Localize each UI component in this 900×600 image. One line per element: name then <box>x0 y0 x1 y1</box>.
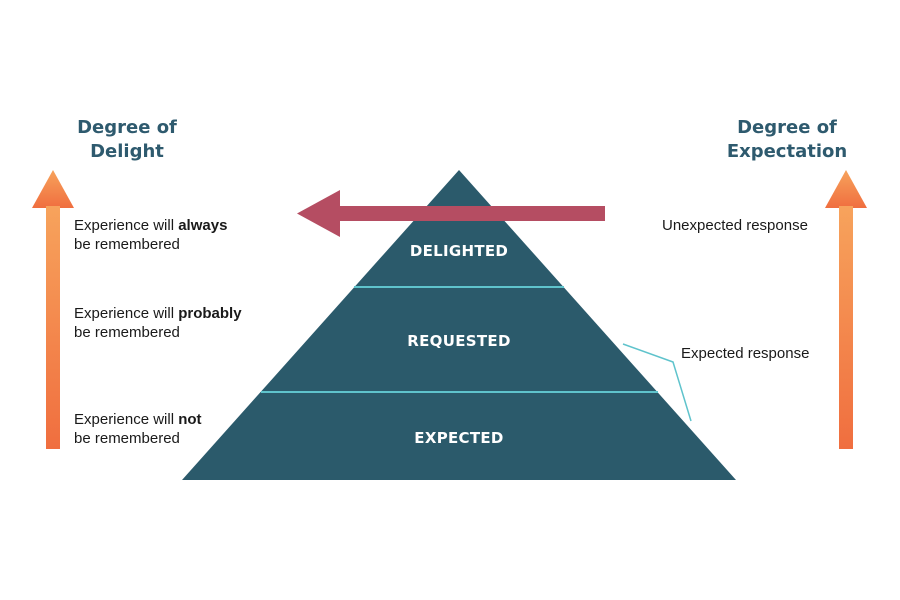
note-probably-prefix: Experience will <box>74 305 179 322</box>
surprise-arrow <box>297 190 605 237</box>
note-unexpected-response: Unexpected response <box>662 217 808 234</box>
pyramid-shape <box>182 170 736 480</box>
level-label-requested: REQUESTED <box>407 332 510 350</box>
note-not-prefix: Experience will <box>74 411 179 428</box>
expectation-arrow <box>825 170 867 449</box>
note-probably-line2: be remembered <box>74 324 180 341</box>
note-always-emphasis: always <box>178 217 228 234</box>
expectation-heading-line2: Expectation <box>726 141 848 162</box>
note-expected-response: Expected response <box>681 345 810 362</box>
note-always-prefix: Experience will <box>74 217 179 234</box>
note-always: Experience will always be remembered <box>74 216 227 254</box>
delight-heading: Degree of Delight <box>37 116 217 164</box>
delight-arrow <box>32 170 74 449</box>
delight-heading-line1: Degree of <box>77 117 177 138</box>
delight-heading-line2: Delight <box>90 141 164 162</box>
expectation-heading: Degree of Expectation <box>697 116 877 164</box>
level-label-expected: EXPECTED <box>414 429 503 447</box>
note-probably: Experience will probably be remembered <box>74 304 242 342</box>
level-label-delighted: DELIGHTED <box>410 242 508 260</box>
note-probably-emphasis: probably <box>178 305 242 322</box>
note-not: Experience will not be remembered <box>74 410 202 448</box>
note-not-line2: be remembered <box>74 430 180 447</box>
expected-response-connector <box>622 343 692 422</box>
note-not-emphasis: not <box>178 411 202 428</box>
note-always-line2: be remembered <box>74 236 180 253</box>
expectation-heading-line1: Degree of <box>737 117 837 138</box>
